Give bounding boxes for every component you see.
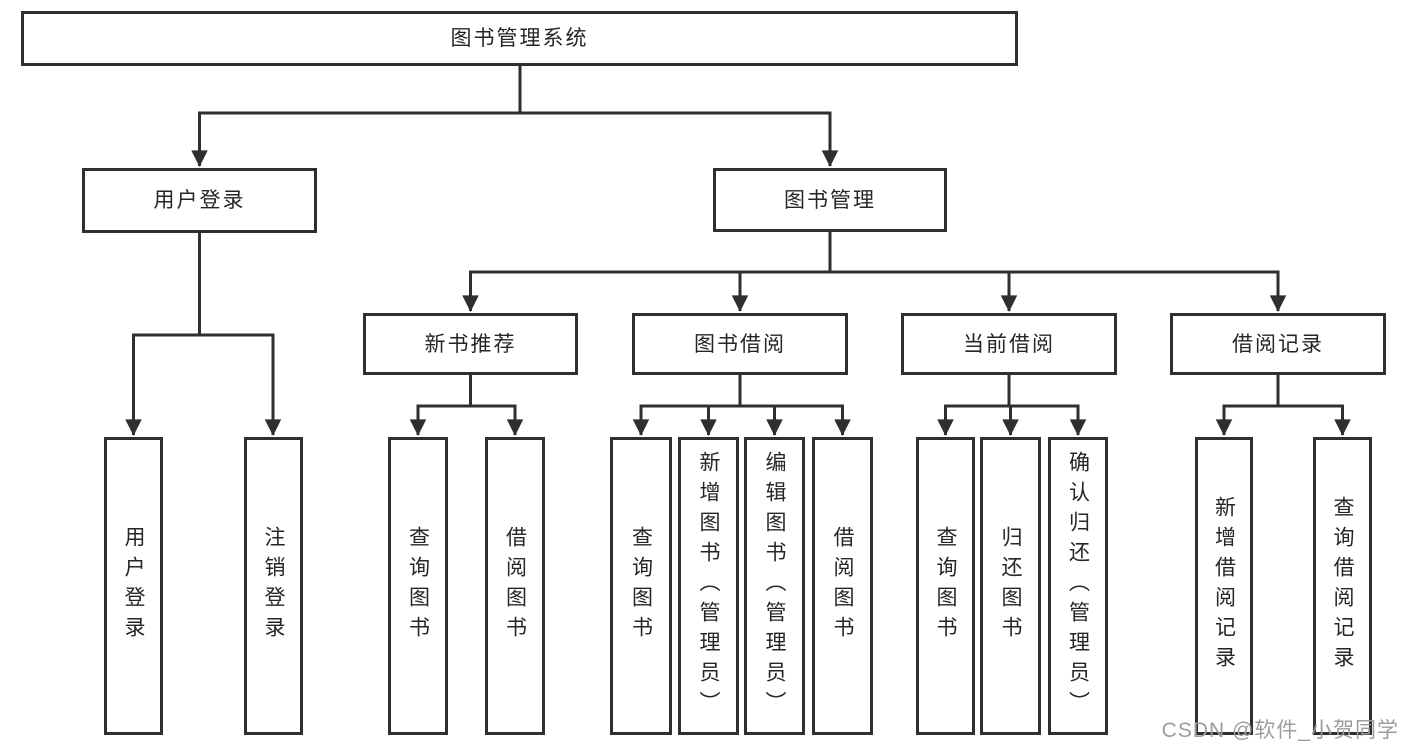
leaf-query-borrow-record: 查询借阅记录 [1313, 437, 1372, 735]
node-user-login-label: 用户登录 [153, 189, 246, 212]
leaf-borrow-query-books-label: 查询图书 [629, 526, 653, 646]
leaf-query-borrow-record-label: 查询借阅记录 [1331, 496, 1354, 676]
edge-book-borrow-to-leaves [632, 375, 851, 436]
node-current-borrow: 当前借阅 [901, 313, 1117, 375]
node-root-label: 图书管理系统 [450, 27, 589, 50]
csdn-watermark: CSDN @软件_小贺同学 [1161, 719, 1399, 742]
node-book-borrow-label: 图书借阅 [694, 332, 786, 356]
node-new-book-recommend: 新书推荐 [363, 313, 578, 375]
leaf-recommend-borrow-books: 借阅图书 [485, 437, 545, 735]
leaf-current-query-books-label: 查询图书 [934, 526, 957, 646]
node-borrow-records: 借阅记录 [1170, 313, 1386, 375]
edge-current-borrow-to-leaves [937, 375, 1087, 436]
leaf-edit-book-admin-label: 编辑图书（管理员） [763, 451, 786, 721]
leaf-user-login: 用户登录 [104, 437, 163, 735]
leaf-add-borrow-record-label: 新增借阅记录 [1212, 496, 1236, 676]
node-book-management: 图书管理 [713, 168, 947, 232]
leaf-add-book-admin: 新增图书（管理员） [678, 437, 739, 735]
leaf-confirm-return-admin: 确认归还（管理员） [1048, 437, 1108, 735]
node-user-login: 用户登录 [82, 168, 317, 233]
edge-book-management-to-level3 [462, 232, 1287, 312]
leaf-logout-label: 注销登录 [262, 526, 285, 646]
node-current-borrow-label: 当前借阅 [963, 332, 1055, 356]
leaf-borrow-books-label: 借阅图书 [831, 526, 854, 646]
leaf-return-book: 归还图书 [980, 437, 1041, 735]
node-book-management-label: 图书管理 [784, 188, 876, 212]
edge-root-to-level2 [191, 66, 839, 167]
edge-user-login-to-leaves [125, 233, 282, 436]
leaf-recommend-query-books-label: 查询图书 [406, 526, 430, 646]
node-borrow-records-label: 借阅记录 [1232, 332, 1324, 356]
leaf-borrow-books: 借阅图书 [812, 437, 873, 735]
leaf-recommend-borrow-books-label: 借阅图书 [503, 526, 527, 646]
leaf-add-borrow-record: 新增借阅记录 [1195, 437, 1253, 735]
leaf-return-book-label: 归还图书 [999, 526, 1022, 646]
leaf-current-query-books: 查询图书 [916, 437, 975, 735]
leaf-edit-book-admin: 编辑图书（管理员） [744, 437, 805, 735]
node-new-book-recommend-label: 新书推荐 [424, 332, 517, 356]
leaf-logout: 注销登录 [244, 437, 303, 735]
leaf-borrow-query-books: 查询图书 [610, 437, 672, 735]
leaf-add-book-admin-label: 新增图书（管理员） [697, 451, 720, 721]
edge-borrow-records-to-leaves [1215, 375, 1351, 436]
edge-new-book-recommend-to-leaves [409, 375, 524, 436]
leaf-confirm-return-admin-label: 确认归还（管理员） [1066, 451, 1090, 721]
leaf-user-login-label: 用户登录 [122, 526, 145, 646]
node-book-borrow: 图书借阅 [632, 313, 848, 375]
node-root: 图书管理系统 [21, 11, 1018, 66]
leaf-recommend-query-books: 查询图书 [388, 437, 448, 735]
